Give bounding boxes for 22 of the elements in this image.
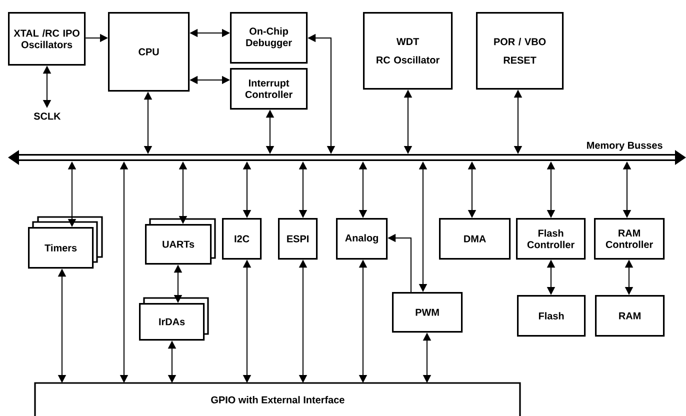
- peripheral-box: Analog: [336, 218, 388, 260]
- oscillator-box: WDT RC Oscillator: [363, 12, 453, 90]
- peripheral-box: DMA: [439, 218, 511, 260]
- peripheral-stack: UARTs: [145, 218, 216, 265]
- debugger-box: On-Chip Debugger: [230, 12, 308, 64]
- controller-box: Flash Controller: [516, 218, 586, 260]
- peripheral-box: I2C: [222, 218, 262, 260]
- peripheral-stack: IrDAs: [139, 297, 209, 341]
- signal-label: SCLK: [34, 112, 61, 120]
- peripheral-stack: Timers: [28, 216, 103, 269]
- controller-box: Interrupt Controller: [230, 68, 308, 110]
- oscillator-box: XTAL /RC IPO Oscillators: [8, 12, 86, 66]
- memory-box: RAM: [595, 295, 665, 337]
- memory-box: Flash: [517, 295, 586, 337]
- bus-label: Memory Busses: [587, 142, 662, 151]
- cpu-box: CPU: [108, 12, 190, 92]
- peripheral-box: ESPI: [278, 218, 318, 260]
- controller-box: RAM Controller: [594, 218, 665, 260]
- gpio-box: GPIO with External Interface: [34, 382, 521, 416]
- memory-bus: [8, 150, 686, 165]
- reset-box: POR / VBO RESET: [476, 12, 564, 90]
- peripheral-box: PWM: [392, 292, 463, 333]
